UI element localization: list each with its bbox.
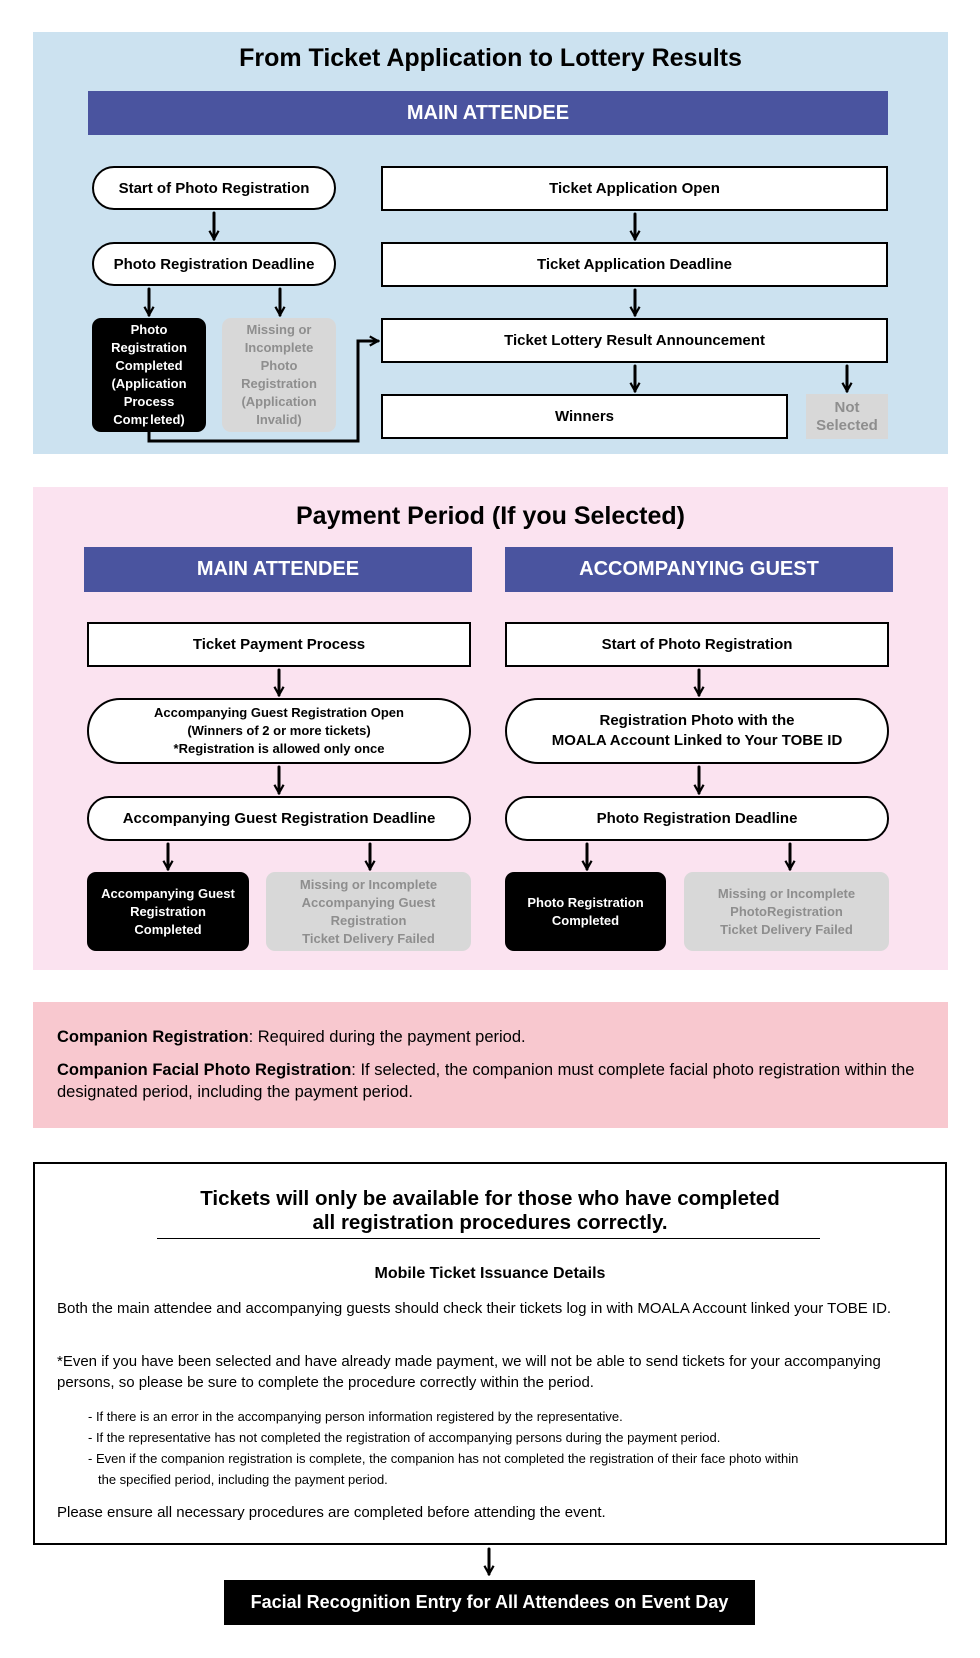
companion-photo-note: Companion Facial Photo Registration: If … <box>57 1059 924 1103</box>
info-bullet-1: - If there is an error in the accompanyi… <box>88 1409 623 1424</box>
companion-photo-label: Companion Facial Photo Registration <box>57 1061 352 1079</box>
not-selected-node: Not Selected <box>806 394 888 439</box>
lottery-section-title: From Ticket Application to Lottery Resul… <box>239 44 742 72</box>
payment-main-attendee-header: MAIN ATTENDEE <box>84 547 472 592</box>
guest-photo-registration-deadline-node: Photo Registration Deadline <box>505 796 889 841</box>
info-headline: Tickets will only be available for those… <box>33 1187 947 1235</box>
guest-photo-missing-node: Missing or Incomplete PhotoRegistration … <box>684 872 889 951</box>
mobile-ticket-subheading: Mobile Ticket Issuance Details <box>374 1265 606 1282</box>
payment-accompanying-guest-header: ACCOMPANYING GUEST <box>505 547 893 592</box>
facial-recognition-entry-banner: Facial Recognition Entry for All Attende… <box>224 1580 755 1625</box>
info-paragraph-1: Both the main attendee and accompanying … <box>57 1300 892 1317</box>
guest-registration-deadline-node: Accompanying Guest Registration Deadline <box>87 796 471 841</box>
guest-registration-open-node: Accompanying Guest Registration Open (Wi… <box>87 698 471 764</box>
guest-photo-completed-node: Photo Registration Completed <box>505 872 666 951</box>
guest-registration-completed-node: Accompanying Guest Registration Complete… <box>87 872 249 951</box>
ticket-issuance-info-box <box>33 1162 947 1545</box>
ticket-payment-process-node: Ticket Payment Process <box>87 622 471 667</box>
companion-registration-label: Companion Registration <box>57 1028 249 1046</box>
main-attendee-header: MAIN ATTENDEE <box>88 91 888 135</box>
info-bullet-3a: - Even if the companion registration is … <box>88 1451 799 1466</box>
ticket-lottery-announcement-node: Ticket Lottery Result Announcement <box>381 318 888 363</box>
guest-start-photo-registration-node: Start of Photo Registration <box>505 622 889 667</box>
ticket-application-deadline-node: Ticket Application Deadline <box>381 242 888 287</box>
info-closing: Please ensure all necessary procedures a… <box>57 1504 606 1521</box>
winners-node: Winners <box>381 394 788 439</box>
guest-registration-photo-node: Registration Photo with the MOALA Accoun… <box>505 698 889 764</box>
info-bullet-2: - If the representative has not complete… <box>88 1430 721 1445</box>
payment-section-title: Payment Period (If you Selected) <box>296 502 685 530</box>
companion-photo-text: : If selected, the companion must comple… <box>57 1061 915 1101</box>
start-photo-registration-node: Start of Photo Registration <box>92 166 336 210</box>
info-paragraph-2: *Even if you have been selected and have… <box>57 1353 881 1391</box>
companion-registration-note: Companion Registration: Required during … <box>57 1026 924 1048</box>
ticket-application-open-node: Ticket Application Open <box>381 166 888 211</box>
companion-registration-text: : Required during the payment period. <box>248 1028 526 1046</box>
photo-registration-deadline-node: Photo Registration Deadline <box>92 242 336 286</box>
companion-notes-panel: Companion Registration: Required during … <box>33 1002 948 1128</box>
guest-registration-missing-node: Missing or Incomplete Accompanying Guest… <box>266 872 471 951</box>
photo-registration-missing-node: Missing or Incomplete Photo Registration… <box>222 318 336 432</box>
info-bullet-3b: the specified period, including the paym… <box>98 1472 388 1487</box>
arrow-completed-to-lottery <box>147 341 378 443</box>
photo-registration-completed-node: Photo Registration Completed (Applicatio… <box>92 318 206 432</box>
info-headline-line-2: all registration procedures correctly. <box>312 1211 668 1234</box>
info-headline-line-1: Tickets will only be available for those… <box>200 1187 780 1210</box>
info-headline-divider <box>157 1238 820 1239</box>
